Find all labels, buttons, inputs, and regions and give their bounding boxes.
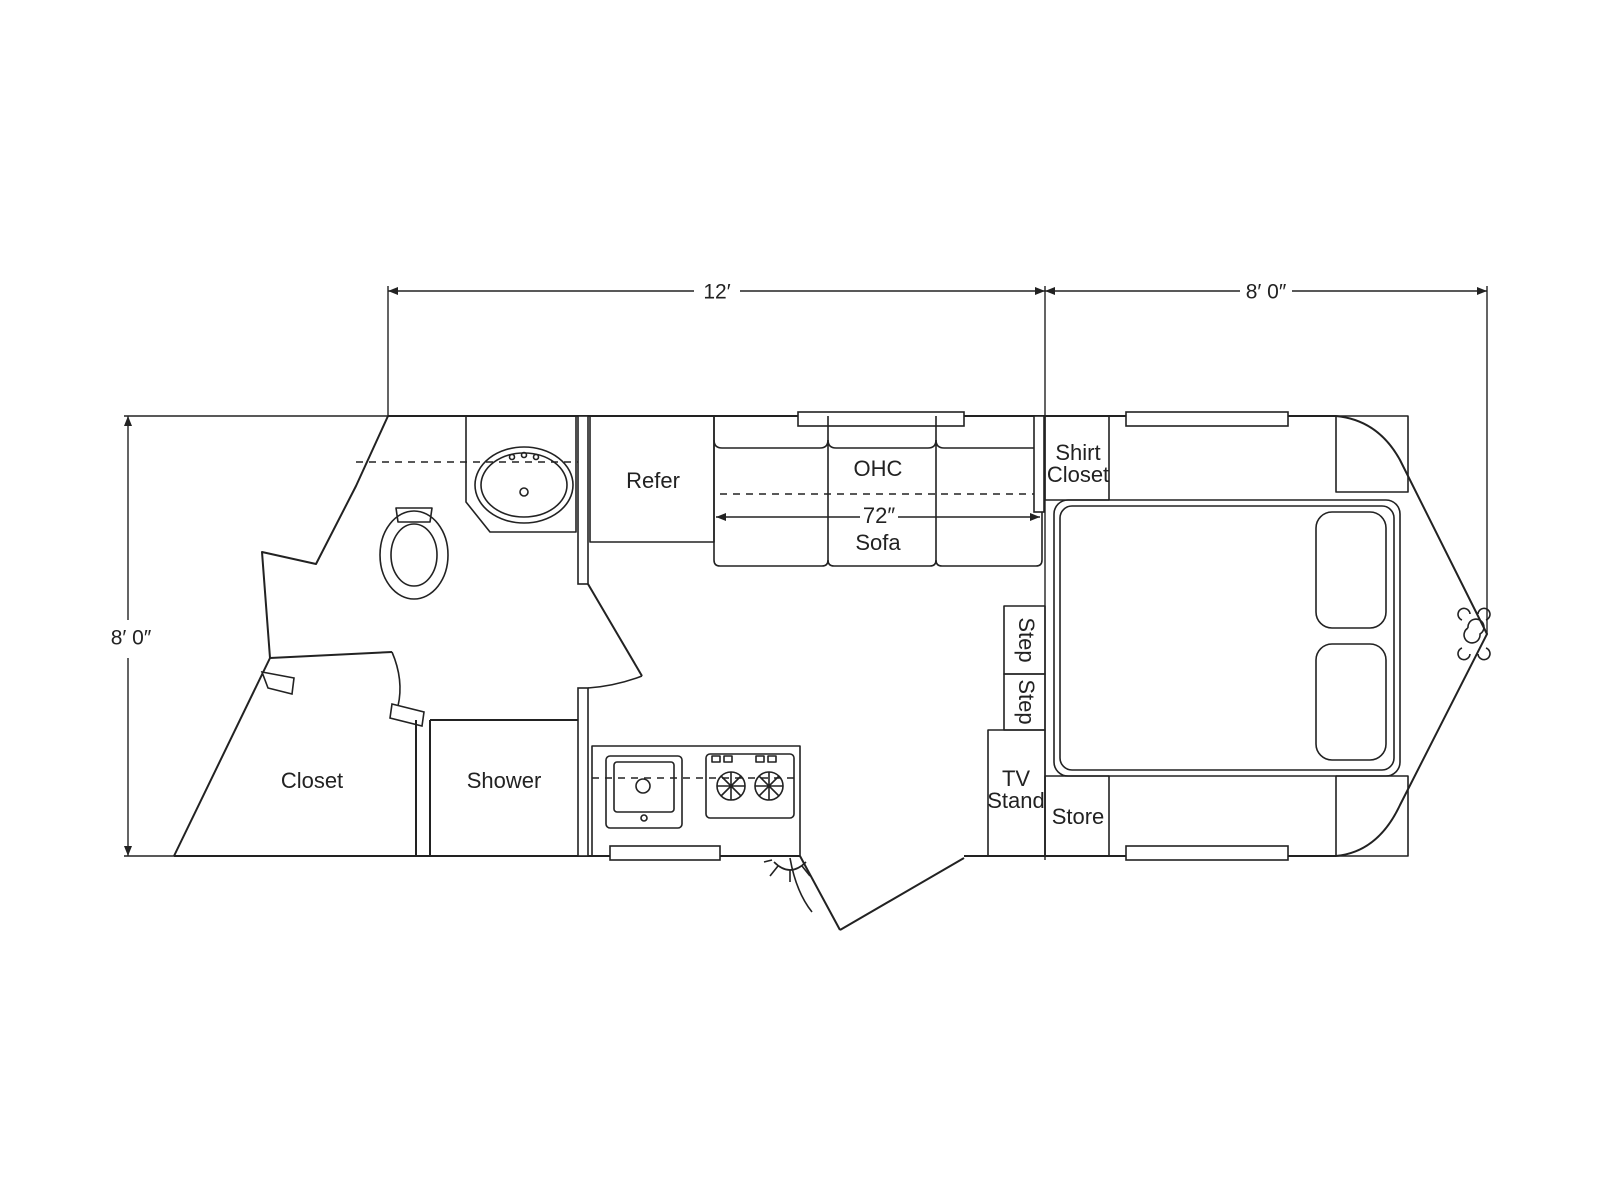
label-store: Store [1052, 804, 1105, 829]
dimension-front-length: 12′ [703, 281, 730, 304]
label-sofa-width: 72″ [863, 503, 895, 528]
label-step-upper: Step [1014, 617, 1039, 662]
label-step-lower: Step [1014, 679, 1039, 724]
dimension-width: 8′ 0″ [111, 627, 152, 650]
label-shower: Shower [467, 768, 542, 793]
label-shirt-closet-line2: Closet [1047, 462, 1109, 487]
entry-door [763, 855, 965, 931]
label-tv-stand-line2: Stand [987, 788, 1045, 813]
label-sofa: Sofa [855, 530, 901, 555]
galley [591, 745, 801, 861]
label-tv-stand-line1: TV [1002, 766, 1030, 791]
dimension-lines [124, 286, 1488, 860]
sofa [713, 411, 1045, 567]
label-shirt-closet-line1: Shirt [1055, 440, 1100, 465]
label-closet: Closet [281, 768, 343, 793]
exterior-walls [173, 415, 1488, 857]
label-ohc: OHC [854, 456, 903, 481]
label-refer: Refer [626, 468, 680, 493]
bedroom [1044, 411, 1491, 861]
dimension-rear-length: 8′ 0″ [1246, 281, 1287, 304]
bathroom [260, 415, 643, 857]
